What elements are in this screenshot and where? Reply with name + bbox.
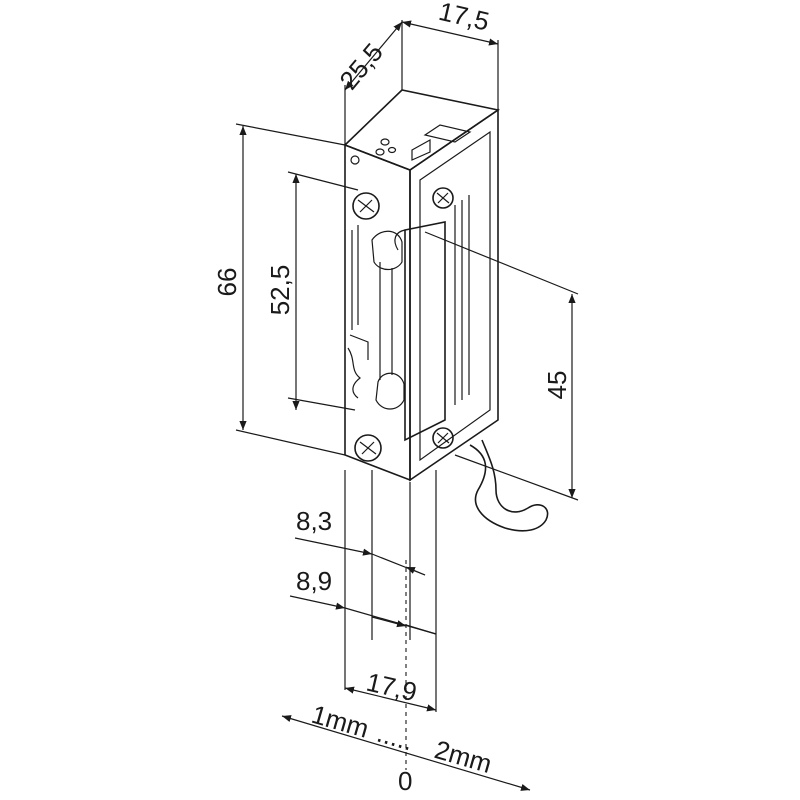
dimension-left: 66 52,5 (212, 123, 359, 456)
dim-label-offset-total: 17,9 (364, 667, 420, 708)
adjust-label-zero: 0 (398, 766, 412, 796)
dim-label-height-inner: 52,5 (265, 265, 295, 316)
screw-bottom-left (354, 434, 382, 462)
screw-top-left (352, 192, 380, 220)
cable (469, 439, 549, 532)
dim-label-height-latch: 45 (542, 371, 572, 400)
dimension-top: 25,5 17,5 (333, 0, 499, 145)
dim-label-width-side: 25,5 (333, 37, 389, 95)
adjust-label-right: 2mm (431, 734, 495, 779)
door-strike-body (343, 89, 549, 532)
adjust-label-left: 1mm (308, 699, 372, 744)
dim-label-width-front: 17,5 (436, 0, 492, 37)
screw-top-right (432, 187, 454, 209)
dimension-right: 45 (424, 231, 579, 501)
dim-label-height-total: 66 (212, 268, 242, 297)
screw-bottom-right (432, 427, 454, 449)
dim-label-offset-a: 8,3 (296, 506, 332, 536)
dim-label-offset-b: 8,9 (296, 566, 332, 596)
adjust-label-dots: ..... (374, 718, 417, 757)
